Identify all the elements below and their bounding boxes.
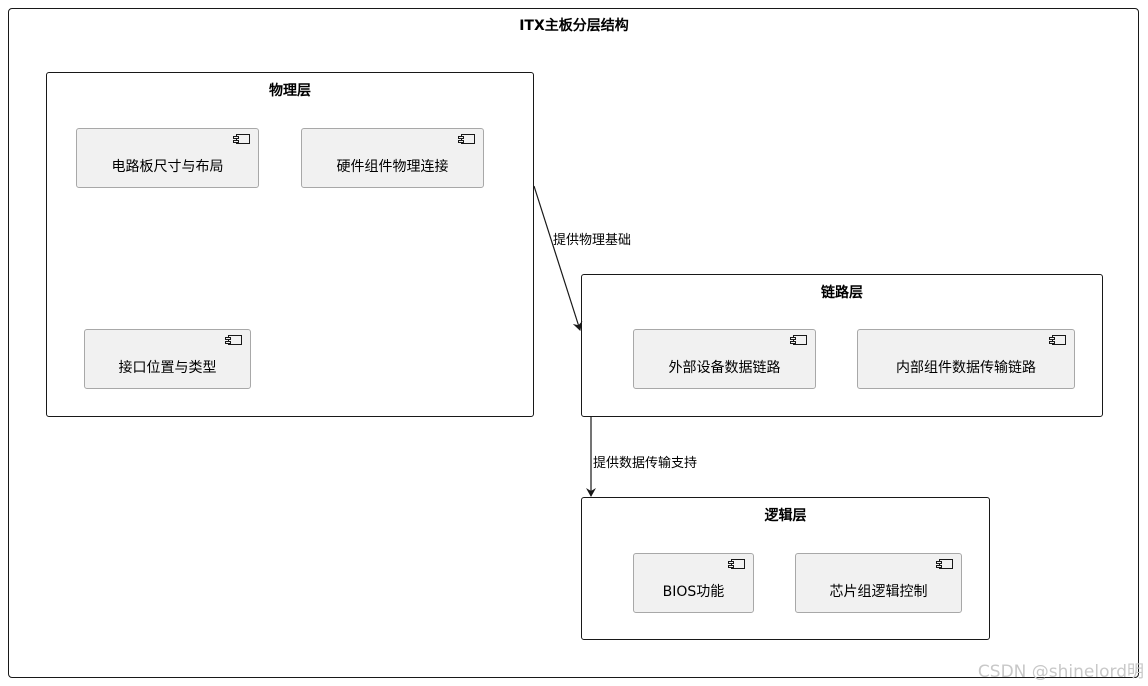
physical-layer-package: 物理层 电路板尺寸与布局 硬件组件物理连接 接口位置与类型 [46,72,534,417]
component-icon [458,134,475,144]
physical-layer-title: 物理层 [269,83,311,99]
component-hardware-physical-connection: 硬件组件物理连接 [301,128,484,188]
logic-layer-title: 逻辑层 [764,508,807,524]
component-icon [728,559,745,569]
component-icon [233,134,250,144]
edge-label-physical-basis: 提供物理基础 [553,233,632,248]
link-layer-title: 链路层 [821,285,863,301]
component-interface-position-type: 接口位置与类型 [84,329,251,389]
diagram-frame [8,8,1139,678]
edge-label-data-transfer-support: 提供数据传输支持 [593,456,698,471]
component-chipset-logic-control: 芯片组逻辑控制 [795,553,962,613]
watermark: CSDN @shinelord明 [977,662,1144,682]
link-layer-package: 链路层 外部设备数据链路 内部组件数据传输链路 [581,274,1103,417]
logic-layer-package: 逻辑层 BIOS功能 芯片组逻辑控制 [581,497,990,640]
component-icon [936,559,953,569]
component-icon [225,335,242,345]
component-external-device-data-link: 外部设备数据链路 [633,329,816,389]
component-bios-function: BIOS功能 [633,553,754,613]
component-internal-data-transfer-link: 内部组件数据传输链路 [857,329,1075,389]
edge-physical-to-link [533,185,583,331]
component-icon [790,335,807,345]
component-board-size-layout: 电路板尺寸与布局 [76,128,259,188]
component-icon [1049,335,1066,345]
diagram-title: ITX主板分层结构 [519,18,629,34]
